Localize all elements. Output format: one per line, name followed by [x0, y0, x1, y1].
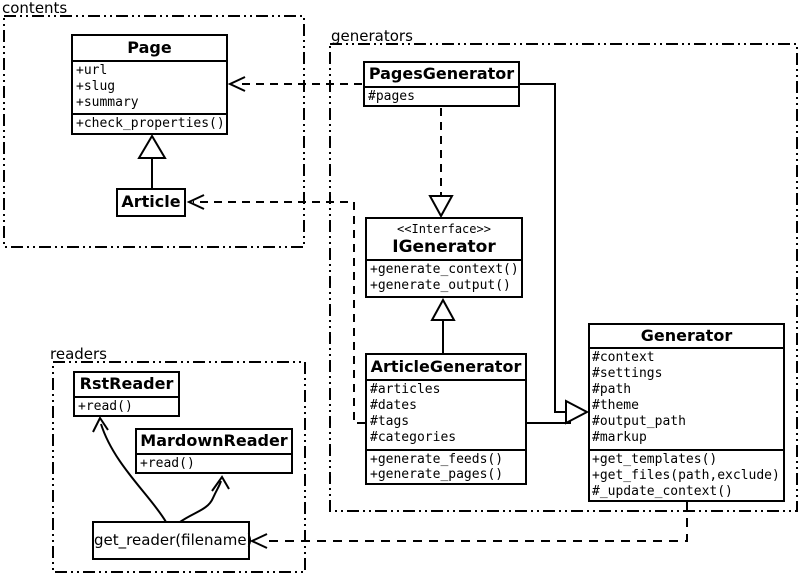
arrow-pagesgenerator-to-page — [227, 76, 362, 92]
class-member: +check_properties() — [76, 116, 225, 131]
class-member: #context — [592, 350, 655, 365]
arrow-article-to-page — [137, 134, 167, 188]
package-border-contents — [3, 15, 305, 248]
class-methods: +read() — [137, 455, 291, 472]
class-member: #pages — [368, 89, 415, 104]
class-article: Article — [116, 188, 186, 217]
package-label-generators: generators — [331, 27, 413, 45]
class-attributes: +url +slug +summary — [73, 62, 226, 113]
class-member: #output_path — [592, 414, 686, 429]
class-member: +get_files(path,exclude) — [592, 468, 780, 483]
class-methods: +generate_feeds() +generate_pages() — [367, 449, 525, 483]
class-member: #_update_context() — [592, 484, 733, 499]
package-border-generators — [329, 43, 798, 512]
class-methods: +read() — [75, 398, 178, 415]
class-title: <<Interface>> IGenerator — [367, 219, 521, 261]
class-member: +generate_context() — [370, 262, 519, 277]
class-attributes: #context #settings #path #theme #output_… — [590, 349, 783, 449]
class-title: Page — [73, 36, 226, 62]
class-title: Article — [121, 192, 181, 211]
class-member: #articles — [370, 382, 441, 397]
class-title: MardownReader — [137, 430, 291, 455]
class-attributes: #articles #dates #tags #categories — [367, 381, 525, 449]
class-member: +read() — [140, 456, 195, 471]
class-stereotype: <<Interface>> — [397, 222, 491, 236]
class-page: Page +url +slug +summary +check_properti… — [71, 34, 228, 135]
class-attributes: #pages — [365, 88, 518, 105]
class-methods: +get_templates() +get_files(path,exclude… — [590, 449, 783, 500]
class-member: #theme — [592, 398, 639, 413]
class-methods: +generate_context() +generate_output() — [367, 261, 521, 296]
class-member: +generate_pages() — [370, 467, 504, 482]
class-member: +url — [76, 63, 108, 78]
class-member: #settings — [592, 366, 663, 381]
class-member: #categories — [370, 430, 457, 445]
arrow-articlegenerator-to-article — [186, 194, 365, 424]
class-member: +slug — [76, 79, 116, 94]
package-label-contents: contents — [2, 0, 68, 17]
class-member: #dates — [370, 398, 417, 413]
class-articlegenerator: ArticleGenerator #articles #dates #tags … — [365, 353, 527, 485]
class-title: RstReader — [75, 373, 178, 398]
class-rstreader: RstReader +read() — [73, 371, 180, 417]
package-label-readers: readers — [50, 345, 107, 363]
class-member: #tags — [370, 414, 410, 429]
class-title: ArticleGenerator — [367, 355, 525, 381]
arrow-getreader-to-rstreader — [92, 416, 167, 523]
class-methods: +check_properties() — [73, 113, 226, 133]
class-member: #path — [592, 382, 632, 397]
arrow-generators-to-generator — [520, 83, 590, 425]
class-title: Generator — [590, 325, 783, 349]
arrow-generator-to-getreader — [249, 502, 688, 549]
class-igenerator: <<Interface>> IGenerator +generate_conte… — [365, 217, 523, 298]
class-member: +read() — [78, 399, 133, 414]
class-pagesgenerator: PagesGenerator #pages — [363, 61, 520, 107]
class-member: #markup — [592, 430, 647, 445]
class-member: +generate_output() — [370, 278, 511, 293]
class-generator: Generator #context #settings #path #them… — [588, 323, 785, 502]
class-member: +get_templates() — [592, 452, 718, 467]
class-member: +summary — [76, 95, 139, 110]
arrow-pagesgenerator-to-igenerator — [428, 108, 454, 219]
package-border-readers — [52, 361, 306, 573]
class-title: PagesGenerator — [365, 63, 518, 88]
class-mardownreader: MardownReader +read() — [135, 428, 293, 474]
arrow-articlegenerator-to-igenerator — [430, 297, 456, 353]
arrow-getreader-to-mardownreader — [179, 475, 230, 523]
node-get-reader: get_reader(filename) — [92, 521, 252, 560]
class-title-text: IGenerator — [392, 237, 496, 257]
class-member: +generate_feeds() — [370, 452, 504, 467]
